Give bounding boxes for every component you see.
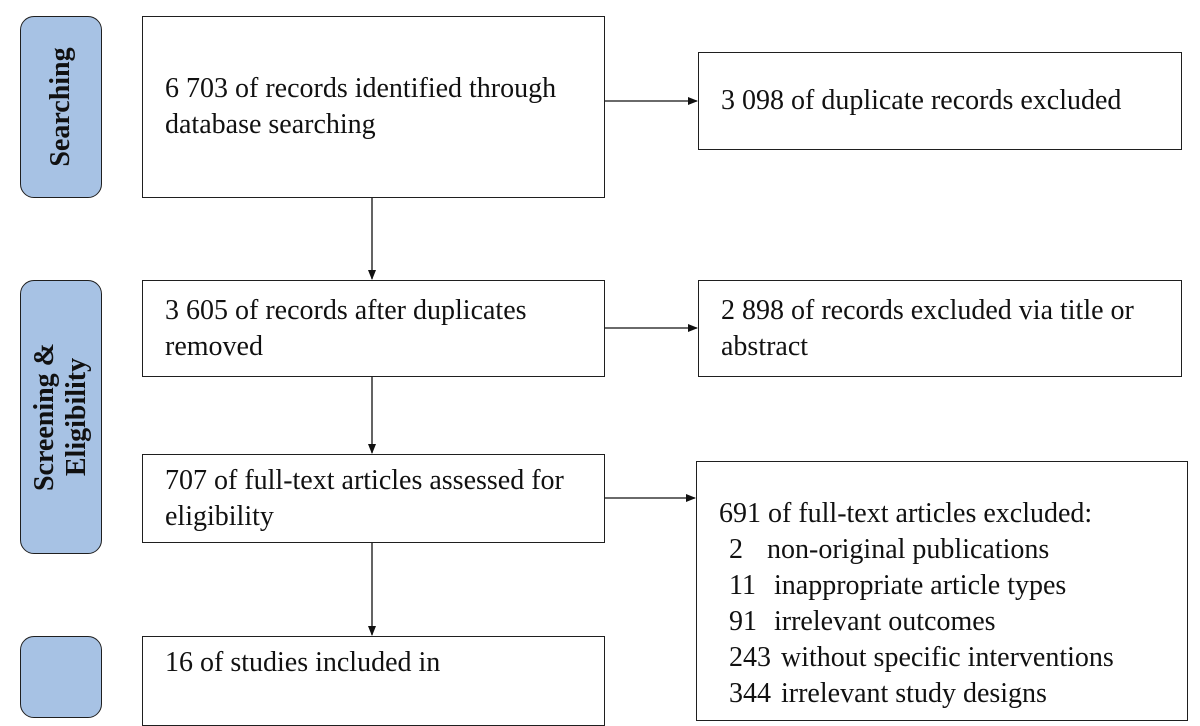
- duplicates-excluded-text: 3 098 of duplicate records excluded: [721, 85, 1122, 116]
- stage-searching: Searching: [20, 16, 102, 198]
- duplicates-excluded-box: 3 098 of duplicate records excluded: [698, 52, 1182, 150]
- exclusion-count: 2: [729, 534, 743, 565]
- exclusion-reason-item: 2 non-original publications: [713, 532, 1173, 568]
- exclusion-count: 344: [729, 678, 771, 709]
- after-duplicates-text: 3 605 of records after duplicates remove…: [165, 294, 527, 362]
- fulltext-excluded-header: 691 of full-text articles excluded:: [719, 498, 1093, 529]
- records-identified-text: 6 703 of records identified through data…: [165, 73, 557, 140]
- studies-included-text: 16 of studies included in: [165, 647, 441, 678]
- exclusion-count: 91: [729, 606, 757, 637]
- title-abstract-excluded-text: 2 898 of records excluded via title or a…: [721, 294, 1134, 362]
- flow-connectors: [368, 97, 698, 636]
- exclusion-count: 243: [729, 642, 771, 673]
- records-identified-box: 6 703 of records identified through data…: [142, 16, 605, 198]
- exclusion-reason: irrelevant study designs: [781, 678, 1047, 709]
- exclusion-reason: irrelevant outcomes: [774, 606, 996, 637]
- exclusion-reason: inappropriate article types: [774, 570, 1067, 601]
- exclusion-reason-item: 91 irrelevant outcomes: [713, 604, 1173, 640]
- exclusion-reason: without specific interventions: [781, 642, 1114, 673]
- stage-screening-eligibility: Screening & Eligibility: [20, 280, 102, 554]
- title-abstract-excluded-box: 2 898 of records excluded via title or a…: [698, 280, 1182, 377]
- exclusion-reason-item: 11 inappropriate article types: [713, 568, 1173, 604]
- fulltext-assessed-text: 707 of full-text articles assessed for e…: [165, 464, 564, 532]
- after-duplicates-box: 3 605 of records after duplicates remove…: [142, 280, 605, 377]
- exclusion-reason: non-original publications: [767, 534, 1050, 565]
- fulltext-assessed-box: 707 of full-text articles assessed for e…: [142, 454, 605, 543]
- exclusion-reason-item: 243 without specific interventions: [713, 640, 1173, 676]
- exclusion-count: 11: [729, 570, 756, 601]
- exclusion-reason-item: 344 irrelevant study designs: [713, 676, 1173, 712]
